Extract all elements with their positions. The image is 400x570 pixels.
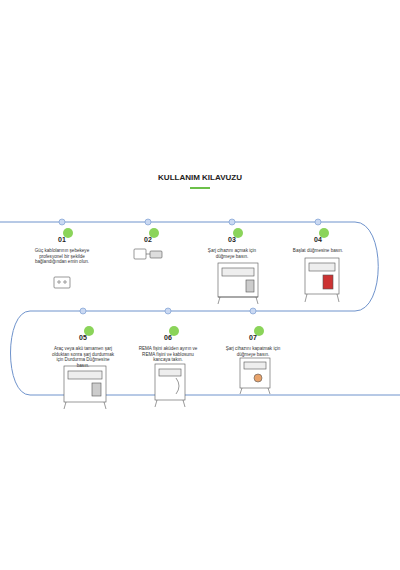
step-text: Başlat düğmesine basın. [290,248,346,254]
step-badge: 05 [79,326,87,336]
step-badge: 01 [58,228,66,238]
step-box: 04Başlat düğmesine basın. [290,228,346,254]
charger-figure [155,364,185,407]
step-box: 02 [123,228,173,246]
step-box: 05Araç veya akü tamamen şarj olduktan so… [51,326,115,368]
plug-figure [134,249,162,259]
step-text: Şarj cihazını açmak için düğmeye basın. [203,248,261,259]
step-badge: 07 [249,326,257,336]
step-number: 03 [228,236,236,243]
step-badge: 02 [144,228,152,238]
step-number: 05 [79,334,87,341]
step-box: 07Şarj cihazını kapatmak için düğmeye ba… [225,326,281,357]
step-number: 07 [249,334,257,341]
step-number: 06 [164,334,172,341]
charger-figure [305,258,339,302]
step-text: Araç veya akü tamamen şarj olduktan sonr… [51,346,115,368]
step-text: Güç kablolarının şebekeye profesyonel bi… [31,248,93,265]
step-text: Şarj cihazını kapatmak için düğmeye bası… [225,346,281,357]
step-box: 06REMA fişini aküden ayırın ve REMA fişi… [137,326,199,363]
step-badge: 06 [164,326,172,336]
step-text: REMA fişini aküden ayırın ve REMA fişini… [137,346,199,363]
charger-figure [64,366,106,409]
step-number: 01 [58,236,66,243]
step-box: 03Şarj cihazını açmak için düğmeye basın… [203,228,261,259]
step-number: 04 [314,236,322,243]
step-box: 01Güç kablolarının şebekeye profesyonel … [31,228,93,265]
charger-figure [218,263,258,304]
step-badge: 03 [228,228,236,238]
step-number: 02 [144,236,152,243]
timeline-dots [59,219,321,314]
timeline-path [0,222,400,395]
socket-figure [54,277,70,288]
step-badge: 04 [314,228,322,238]
charger-figure [240,358,270,394]
page-title: KULLANIM KILAVUZU [0,173,400,182]
title-underline [190,187,210,189]
